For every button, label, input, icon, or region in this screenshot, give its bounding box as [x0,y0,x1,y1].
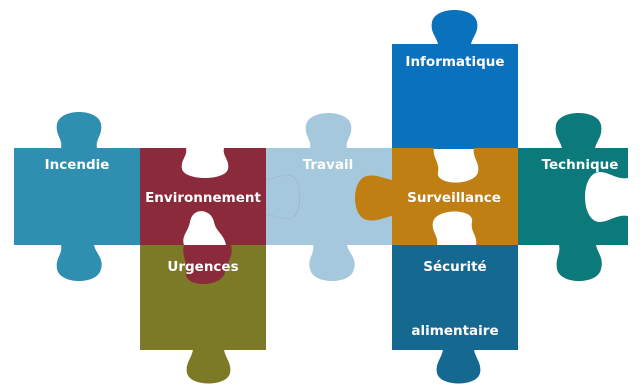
piece-environnement-knob [183,245,232,284]
label-technique: Technique [542,157,619,173]
label-travail: Travail [303,157,354,173]
piece-technique [518,113,628,281]
piece-urgences [140,245,266,384]
piece-incendie [14,112,140,281]
label-environnement: Environnement [145,190,261,206]
label-surveillance: Surveillance [407,190,501,206]
label-alimentaire: alimentaire [411,323,498,339]
piece-travail [266,113,392,281]
label-securite: Sécurité [423,259,486,275]
piece-environnement [140,148,300,245]
piece-travail-knob [266,175,300,219]
piece-surveillance [355,148,518,245]
piece-securite-alimentaire [392,245,518,384]
label-incendie: Incendie [45,157,110,173]
piece-informatique [392,10,518,149]
label-urgences: Urgences [167,259,238,275]
label-informatique: Informatique [405,54,504,70]
